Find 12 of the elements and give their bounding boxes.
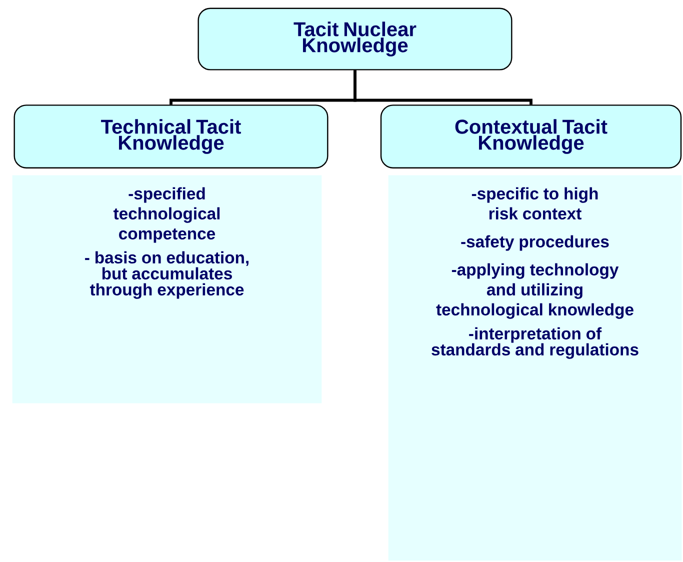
node-label: -specific to high risk context xyxy=(472,187,598,220)
title-box: Contextual Tacit Knowledge xyxy=(380,104,682,168)
text-panel xyxy=(388,175,682,561)
connector-line xyxy=(354,70,532,105)
node-label: -specified technological competence xyxy=(114,187,220,243)
text-panel xyxy=(12,175,322,404)
node-label: -applying technology and utilizing technological knowledge xyxy=(436,263,634,319)
node-label: - basis on education, but accumulates through experience xyxy=(85,251,248,299)
node-label: -safety procedures xyxy=(461,235,609,251)
title-box: Tacit Nuclear Knowledge xyxy=(198,8,512,70)
node-label: -interpretation of standards and regulations xyxy=(432,327,638,359)
title-box: Technical Tacit Knowledge xyxy=(14,104,328,168)
